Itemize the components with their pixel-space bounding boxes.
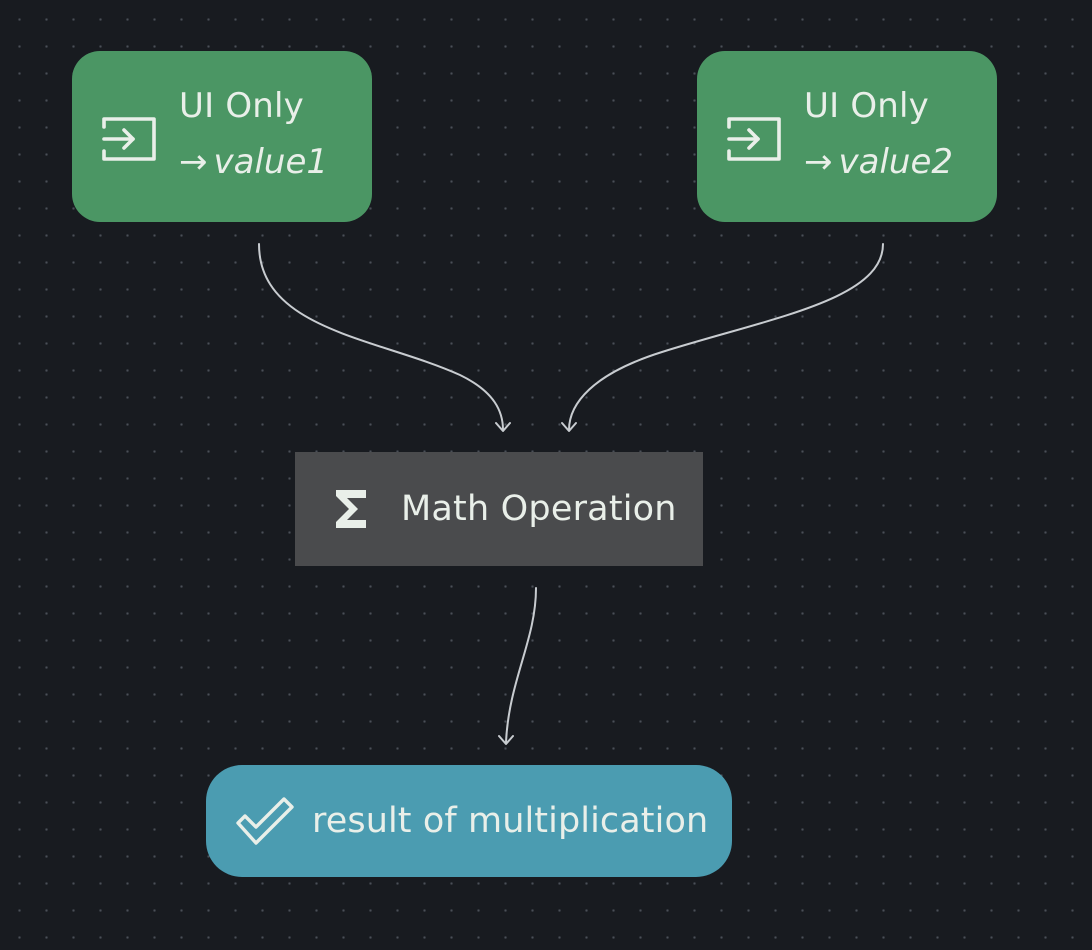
input-node-variable: value1 [213, 141, 329, 182]
sigma-icon [331, 486, 371, 532]
edge-output-arrowhead [498, 735, 514, 745]
edge-input1-to-math [258, 243, 504, 431]
input-node-value2[interactable]: UI Only →value2 [697, 51, 997, 222]
output-label: result of multiplication [312, 801, 709, 841]
enter-icon [100, 114, 160, 164]
right-arrow-icon: → [804, 141, 833, 182]
math-operation-node[interactable]: Math Operation [295, 452, 703, 566]
edge-input1-arrowhead [495, 422, 511, 432]
input-node-text: UI Only →value1 [179, 81, 328, 193]
input-node-kind: UI Only [804, 85, 929, 126]
input-node-text: UI Only →value2 [804, 81, 953, 193]
right-arrow-icon: → [179, 141, 208, 182]
input-node-kind: UI Only [179, 85, 304, 126]
checkmark-icon [234, 796, 296, 846]
edge-input2-arrowhead [561, 422, 577, 432]
math-operation-label: Math Operation [401, 489, 677, 529]
edge-math-to-output [505, 587, 537, 743]
edge-input2-to-math [568, 243, 884, 431]
input-node-target: →value2 [804, 131, 953, 193]
input-node-target: →value1 [179, 131, 328, 193]
input-node-variable: value2 [838, 141, 954, 182]
output-node-result[interactable]: result of multiplication [206, 765, 732, 877]
enter-icon [725, 114, 785, 164]
input-node-value1[interactable]: UI Only →value1 [72, 51, 372, 222]
